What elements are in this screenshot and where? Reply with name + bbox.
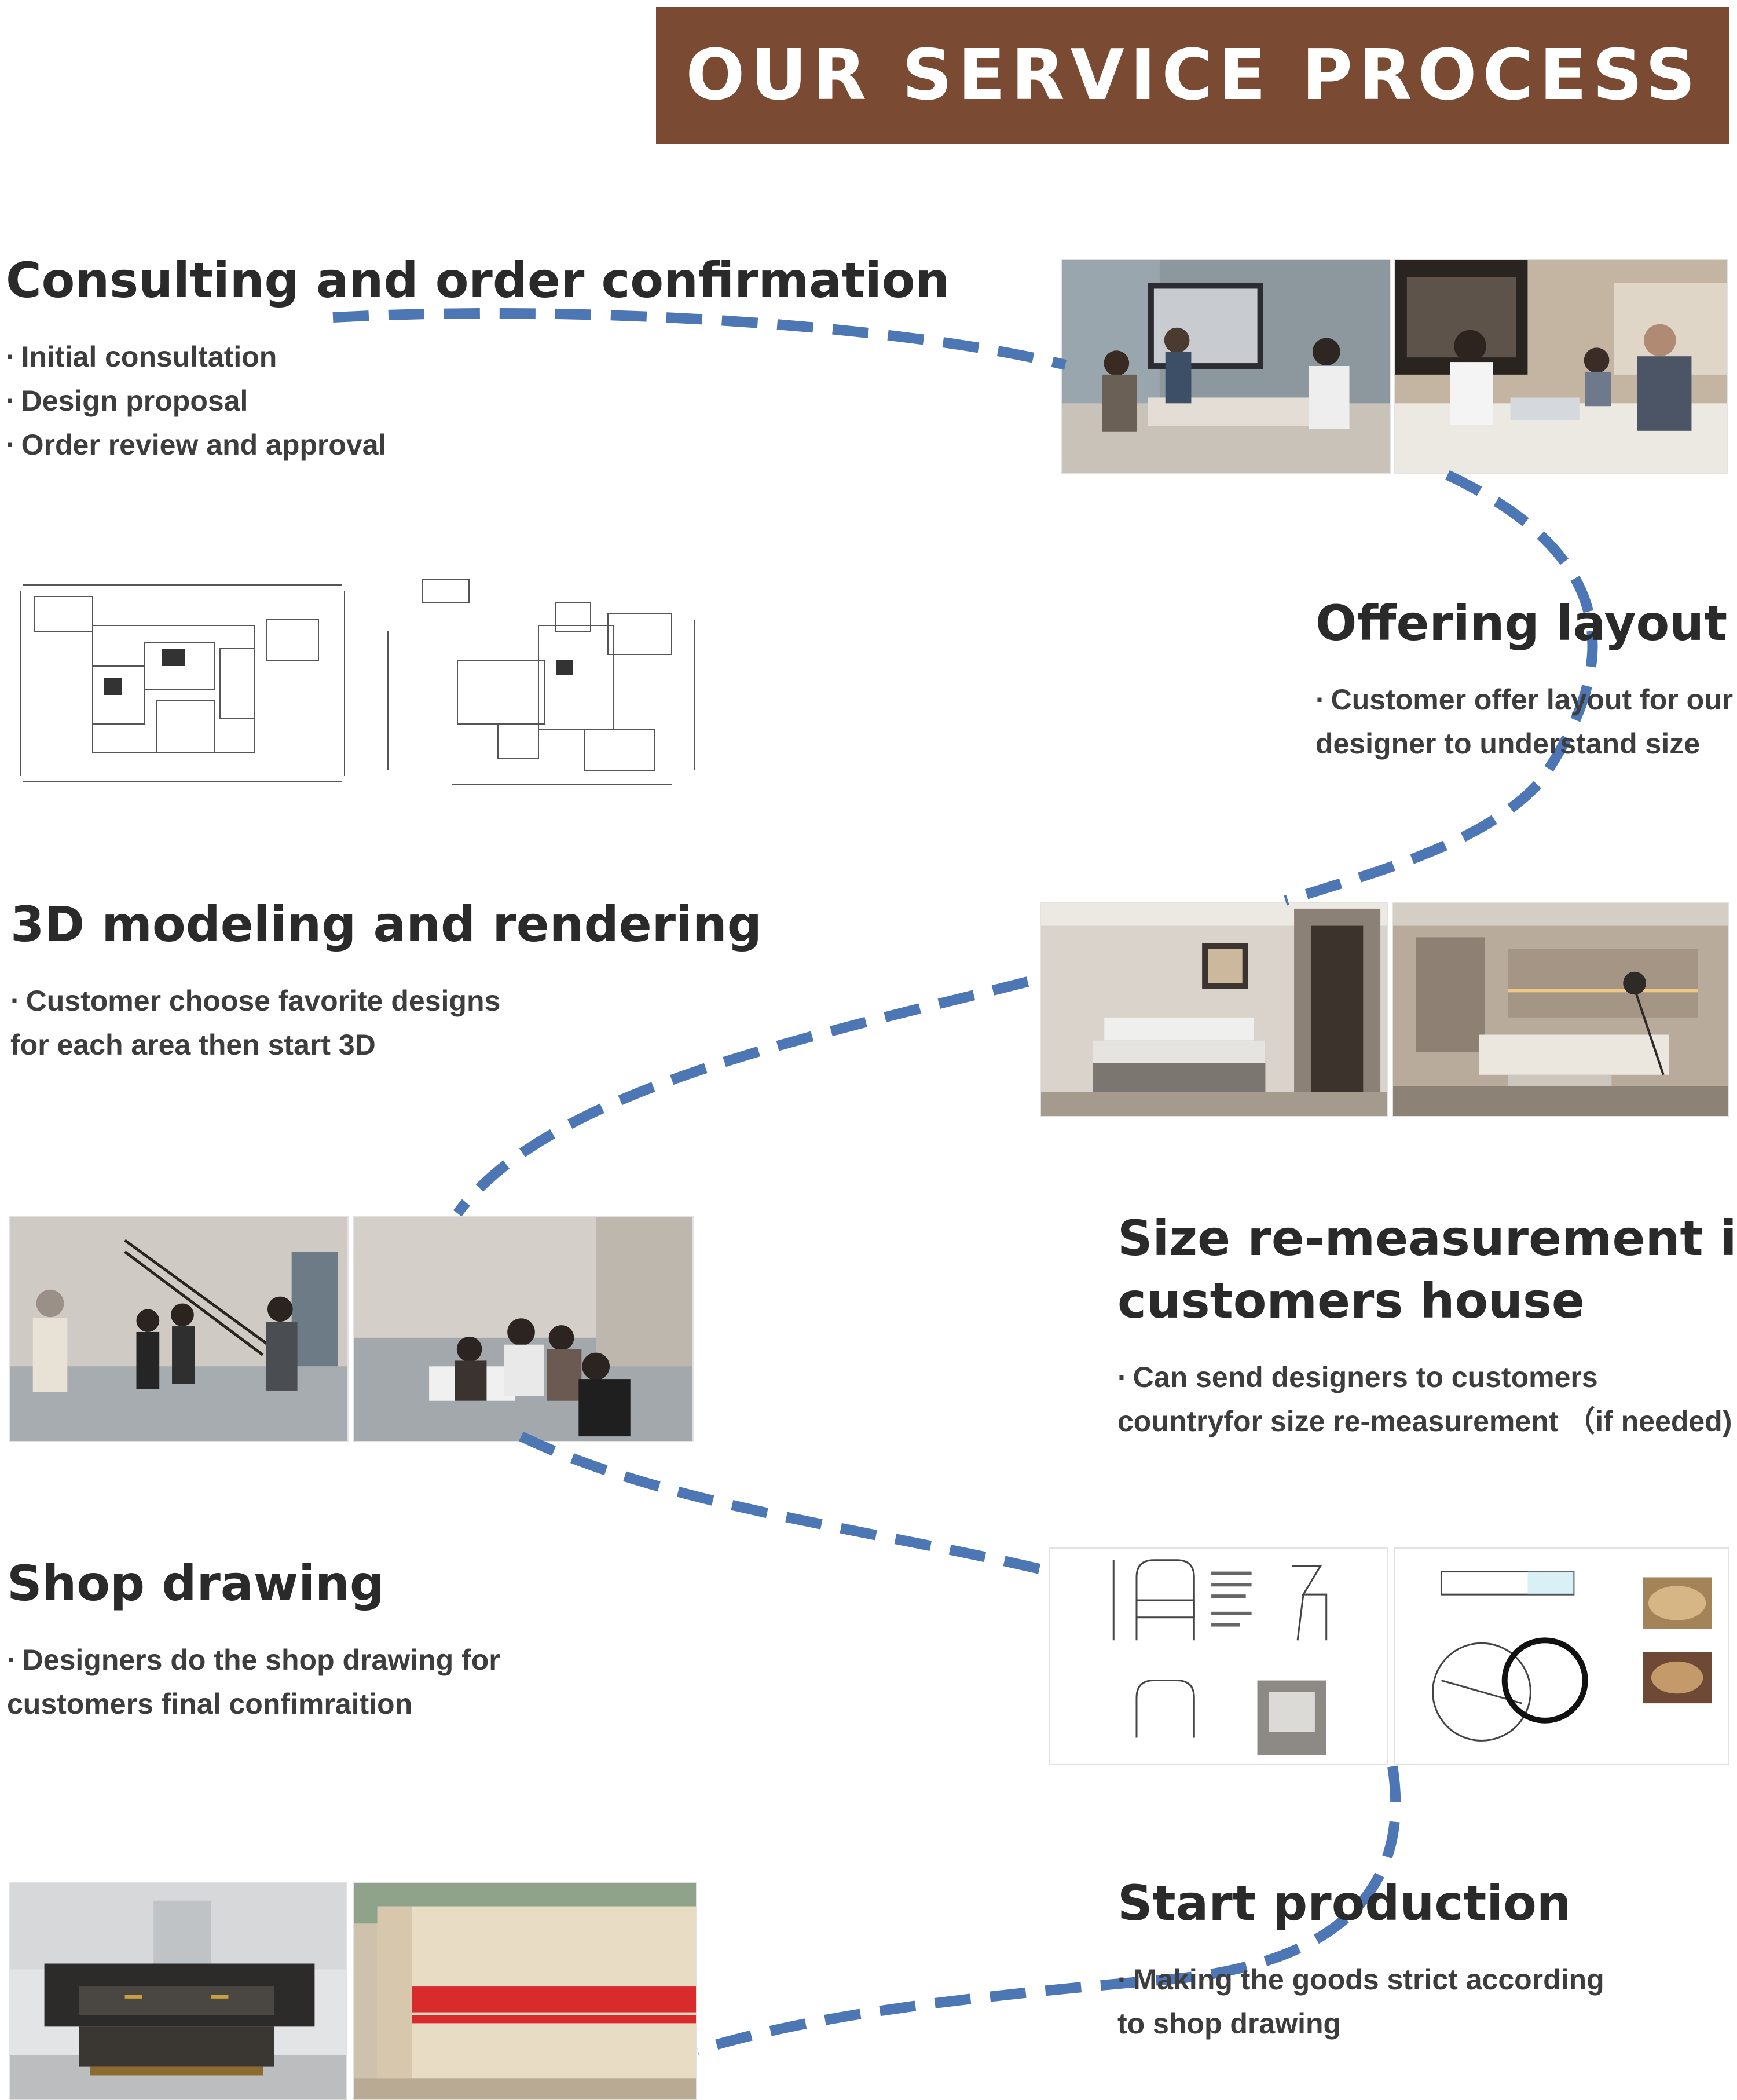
production-sofa-photo <box>353 1882 697 2100</box>
shop-drawing-table <box>1394 1547 1729 1765</box>
bullet-item: to shop drawing <box>1117 2007 1342 2040</box>
bullet-item: ·Making the goods strict according <box>1117 1963 1604 1996</box>
bullet-item: ·Design proposal <box>6 385 248 417</box>
step-title: Start production <box>1117 1875 1571 1931</box>
step-title: Offering layout <box>1315 595 1728 652</box>
step-bullets: ·Designers do the shop drawing for custo… <box>7 1638 500 1726</box>
step-shop-drawing: Shop drawing ·Designers do the shop draw… <box>7 1552 500 1726</box>
step-bullets: ·Initial consultation ·Design proposal ·… <box>6 335 950 467</box>
step-title: Consulting and order confirmation <box>6 252 950 309</box>
production-cabinet-photo <box>9 1882 347 2100</box>
bullet-item: ·Customer offer layout for our <box>1315 683 1734 716</box>
bullet-item: customers final confimraition <box>7 1688 413 1720</box>
shop-drawing-chair <box>1049 1547 1388 1765</box>
bullet-item: ·Order review and approval <box>6 429 387 461</box>
step-title-line-1: Size re-measurement in <box>1117 1210 1737 1267</box>
step-offering-layout: Offering layout ·Customer offer layout f… <box>1315 592 1733 766</box>
step-3d-modeling: 3D modeling and rendering ·Customer choo… <box>10 893 762 1067</box>
bullet-item: designer to understand size <box>1315 727 1701 760</box>
step-start-production: Start production ·Making the goods stric… <box>1117 1872 1604 2046</box>
floor-plan-1 <box>12 573 353 793</box>
bullet-item: ·Designers do the shop drawing for <box>7 1644 500 1676</box>
step-bullets: ·Customer choose favorite designs for ea… <box>10 979 762 1067</box>
bullet-item: countryfor size re-measurement （if neede… <box>1117 1405 1732 1437</box>
site-visit-photo-1 <box>9 1216 349 1442</box>
livingroom-render <box>1392 902 1729 1117</box>
step-title: 3D modeling and rendering <box>10 896 762 953</box>
meeting-photo-2 <box>1394 259 1728 474</box>
step-bullets: ·Customer offer layout for our designer … <box>1315 678 1733 766</box>
bullet-item: ·Initial consultation <box>6 341 277 373</box>
page-title: OUR SERVICE PROCESS <box>686 35 1701 116</box>
bullet-item: for each area then start 3D <box>10 1029 376 1061</box>
step-bullets: ·Making the goods strict according to sh… <box>1117 1958 1604 2046</box>
bedroom-render <box>1040 902 1388 1117</box>
site-visit-photo-2 <box>353 1216 694 1442</box>
meeting-photo-1 <box>1061 259 1391 474</box>
bullet-item: ·Can send designers to customers <box>1117 1361 1598 1393</box>
header-banner: OUR SERVICE PROCESS <box>656 7 1729 144</box>
step-title-line-2: customers house <box>1117 1272 1585 1329</box>
step-size-remeasurement: Size re-measurement in customers house ·… <box>1117 1207 1737 1443</box>
step-consulting: Consulting and order confirmation ·Initi… <box>6 249 950 467</box>
step-bullets: ·Can send designers to customers country… <box>1117 1355 1737 1443</box>
step-title: Shop drawing <box>7 1555 384 1612</box>
floor-plan-2 <box>382 573 706 793</box>
bullet-item: ·Customer choose favorite designs <box>10 985 501 1017</box>
